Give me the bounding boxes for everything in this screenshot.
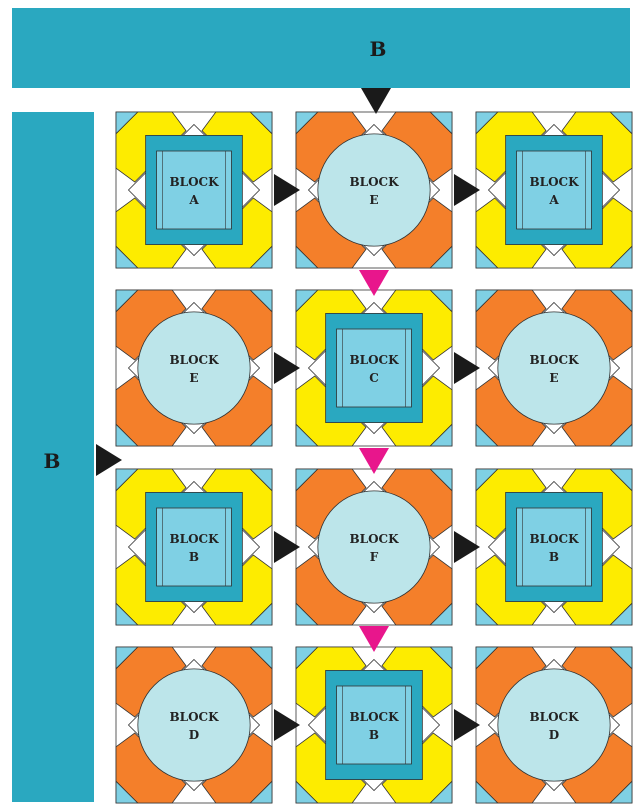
block-letter: E	[369, 193, 378, 207]
block-label: BLOCK	[529, 175, 579, 189]
block-label: BLOCK	[169, 710, 219, 724]
block-letter: D	[549, 728, 559, 742]
arrow-down-icon	[361, 88, 391, 114]
quilt-block: BLOCK B	[476, 469, 632, 625]
block-label: BLOCK	[349, 710, 399, 724]
center-square	[157, 508, 232, 586]
top-strip-label: B	[370, 37, 387, 61]
block-label: BLOCK	[349, 532, 399, 546]
center-circle	[138, 312, 250, 424]
quilt-block: BLOCK E	[116, 290, 272, 446]
block-letter: E	[189, 371, 198, 385]
center-circle	[318, 134, 430, 246]
block-letter: C	[369, 371, 379, 385]
quilt-block: BLOCK E	[476, 290, 632, 446]
block-letter: B	[189, 550, 199, 564]
center-circle	[498, 312, 610, 424]
block-label: BLOCK	[169, 175, 219, 189]
center-circle	[138, 669, 250, 781]
quilt-block: BLOCK A	[476, 112, 632, 268]
quilt-block: BLOCK C	[296, 290, 452, 446]
center-square	[337, 329, 412, 407]
quilt-block: BLOCK D	[476, 647, 632, 803]
left-strip-label: B	[44, 449, 61, 473]
block-letter: F	[370, 550, 379, 564]
top-border-strip	[12, 8, 630, 88]
block-label: BLOCK	[169, 532, 219, 546]
quilt-block: BLOCK D	[116, 647, 272, 803]
quilt-block: BLOCK A	[116, 112, 272, 268]
block-letter: D	[189, 728, 199, 742]
block-label: BLOCK	[529, 710, 579, 724]
block-label: BLOCK	[349, 175, 399, 189]
block-label: BLOCK	[529, 353, 579, 367]
block-letter: B	[549, 550, 559, 564]
block-letter: E	[549, 371, 558, 385]
quilt-block: BLOCK F	[296, 469, 452, 625]
center-square	[517, 151, 592, 229]
center-circle	[498, 669, 610, 781]
block-label: BLOCK	[349, 353, 399, 367]
block-label: BLOCK	[169, 353, 219, 367]
quilt-block: BLOCK B	[296, 647, 452, 803]
center-square	[337, 686, 412, 764]
block-letter: A	[188, 193, 199, 207]
block-letter: B	[369, 728, 379, 742]
center-square	[157, 151, 232, 229]
block-letter: A	[548, 193, 559, 207]
block-label: BLOCK	[529, 532, 579, 546]
center-circle	[318, 491, 430, 603]
quilt-block: BLOCK E	[296, 112, 452, 268]
center-square	[517, 508, 592, 586]
quilt-block: BLOCK B	[116, 469, 272, 625]
